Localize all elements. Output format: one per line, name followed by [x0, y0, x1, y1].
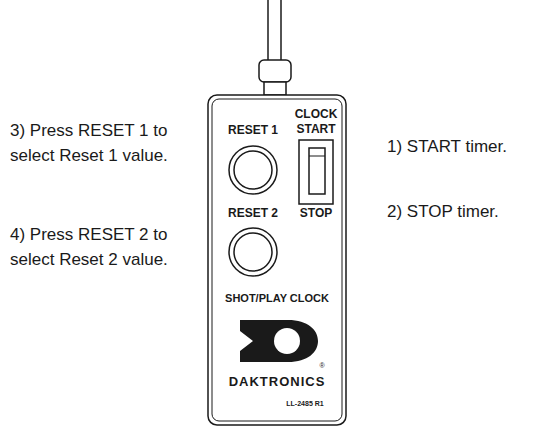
cable-line — [267, 0, 269, 62]
instruction-text: 2) STOP timer. — [387, 202, 499, 222]
registered-mark: ® — [319, 362, 324, 370]
device-name: SHOT/PLAY CLOCK — [225, 292, 329, 305]
housing-outline — [208, 95, 346, 425]
instruction-text: 1) START timer. — [387, 137, 507, 157]
reset1-button — [229, 146, 277, 194]
reset1-button-inner — [234, 151, 272, 189]
instruction-text: 4) Press RESET 2 to select Reset 2 value… — [10, 222, 170, 272]
switch-rocker-edge — [309, 156, 325, 157]
clock-switch — [299, 140, 333, 204]
switch-label: CLOCK — [295, 108, 338, 122]
switch-label: STOP — [300, 207, 332, 221]
part-number: LL-2485 R1 — [286, 400, 323, 408]
strain-relief — [264, 82, 286, 95]
reset2-button — [229, 228, 277, 276]
brand-name: DAKTRONICS — [229, 375, 326, 390]
strain-relief — [259, 60, 291, 82]
button-label: RESET 2 — [228, 207, 278, 221]
cable-line — [280, 0, 282, 62]
switch-label: START — [296, 123, 335, 137]
button-label: RESET 1 — [228, 124, 278, 138]
switch-rocker — [309, 148, 325, 194]
housing-inner-outline — [212, 99, 342, 421]
instruction-text: 3) Press RESET 1 to select Reset 1 value… — [10, 118, 170, 168]
daktronics-logo — [240, 320, 318, 362]
logo-cutout — [274, 328, 300, 354]
reset2-button-inner — [234, 233, 272, 271]
